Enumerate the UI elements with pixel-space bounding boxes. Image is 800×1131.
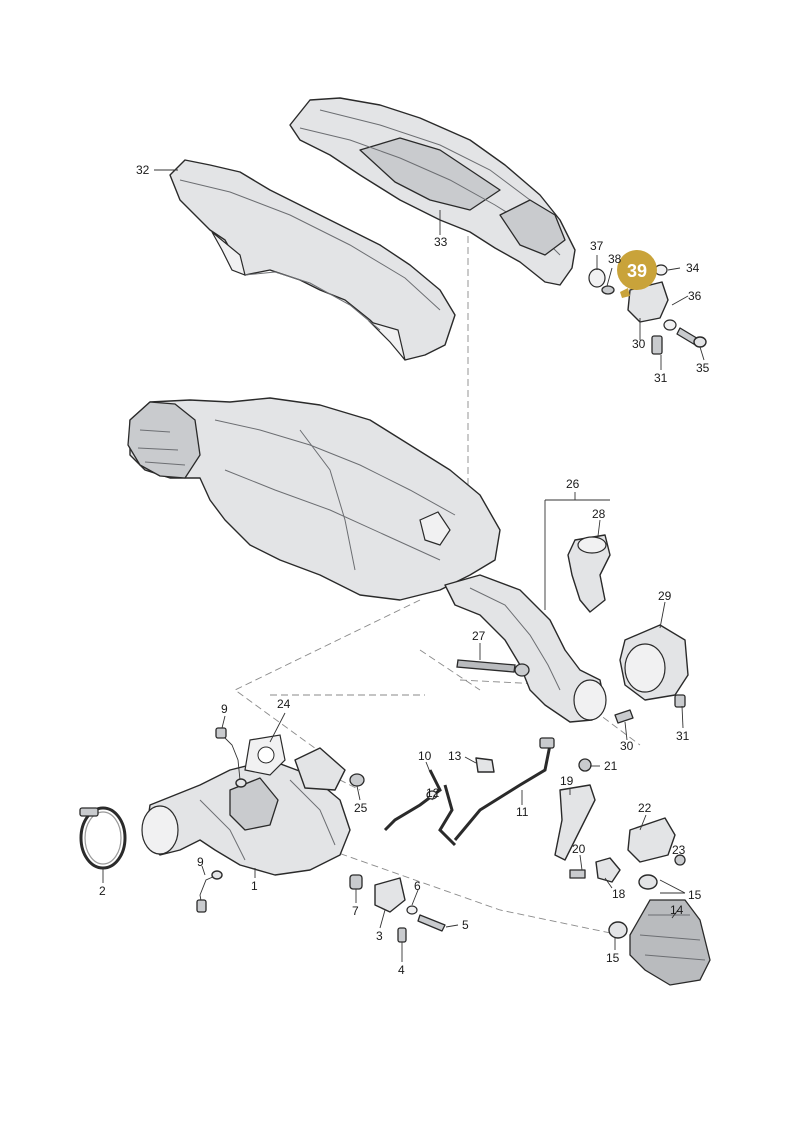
callout-1: 1 bbox=[251, 879, 258, 893]
callout-9-lower: 9 bbox=[197, 855, 204, 869]
exhaust-mesh-hose bbox=[608, 874, 711, 986]
callout-16: 18 bbox=[612, 887, 626, 901]
callout-22: 24 bbox=[277, 697, 291, 711]
exhaust-temperature-sensor-lower bbox=[196, 870, 223, 913]
tailpipe-tip bbox=[567, 534, 611, 613]
exhaust-temperature-sensor-upper bbox=[215, 727, 247, 788]
highlight-label: 39 bbox=[627, 261, 647, 281]
callout-35: 35 bbox=[696, 361, 710, 375]
callout-37: 37 bbox=[590, 239, 604, 253]
callout-20: 22 bbox=[638, 801, 652, 815]
clamp-bolt bbox=[456, 659, 530, 677]
callout-15-lower: 15 bbox=[606, 951, 620, 965]
pressure-sensor bbox=[627, 817, 686, 866]
callout-7: 7 bbox=[352, 904, 359, 918]
callout-12: 12 bbox=[426, 786, 440, 800]
filter-mounting-bracket bbox=[349, 874, 446, 943]
callout-23: 25 bbox=[354, 801, 368, 815]
callout-32: 30 bbox=[632, 337, 646, 351]
callout-36: 36 bbox=[688, 289, 702, 303]
callout-25: 27 bbox=[472, 629, 486, 643]
callout-28: 30 bbox=[620, 739, 634, 753]
leader-lines bbox=[102, 169, 705, 962]
callout-6: 6 bbox=[414, 879, 421, 893]
callout-34: 34 bbox=[686, 261, 700, 275]
trim-ring bbox=[619, 624, 689, 701]
callout-5: 5 bbox=[462, 918, 469, 932]
exhaust-clamp bbox=[79, 806, 127, 870]
hanger-bracket-assembly bbox=[588, 264, 707, 355]
callout-17: 19 bbox=[560, 774, 574, 788]
callout-30: 32 bbox=[136, 163, 150, 177]
particulate-filter bbox=[141, 747, 351, 876]
callout-3: 3 bbox=[376, 929, 383, 943]
flange-gasket bbox=[244, 734, 286, 776]
upper-heat-shield bbox=[289, 97, 576, 286]
callout-11: 11 bbox=[516, 805, 529, 819]
pressure-pipes bbox=[383, 737, 555, 847]
pressure-sensor-bracket bbox=[554, 758, 621, 883]
tailpipe bbox=[444, 574, 607, 723]
callout-13: 13 bbox=[448, 749, 462, 763]
rear-silencer bbox=[127, 397, 501, 601]
callout-29: 31 bbox=[676, 729, 690, 743]
hex-nut bbox=[349, 773, 365, 787]
callout-10: 10 bbox=[418, 749, 432, 763]
callout-18: 20 bbox=[572, 842, 586, 856]
rear-heat-shield bbox=[169, 159, 456, 361]
callout-labels: 32 33 37 38 34 36 30 31 35 26 28 29 27 3… bbox=[99, 163, 710, 977]
callout-2: 2 bbox=[99, 884, 106, 898]
callout-9-upper: 9 bbox=[221, 702, 228, 716]
callout-4: 4 bbox=[398, 963, 405, 977]
highlight-marker-39: 39 bbox=[617, 250, 657, 298]
callout-14: 14 bbox=[670, 903, 684, 917]
callout-19: 21 bbox=[604, 759, 618, 773]
callout-27: 29 bbox=[658, 589, 672, 603]
callout-38: 38 bbox=[608, 252, 622, 266]
ring-screw bbox=[614, 694, 686, 724]
callout-33: 31 bbox=[654, 371, 668, 385]
callout-31: 33 bbox=[434, 235, 448, 249]
callout-26: 28 bbox=[592, 507, 606, 521]
callout-15-right: 15 bbox=[688, 888, 702, 902]
callout-21: 23 bbox=[672, 843, 686, 857]
callout-24: 26 bbox=[566, 477, 580, 491]
